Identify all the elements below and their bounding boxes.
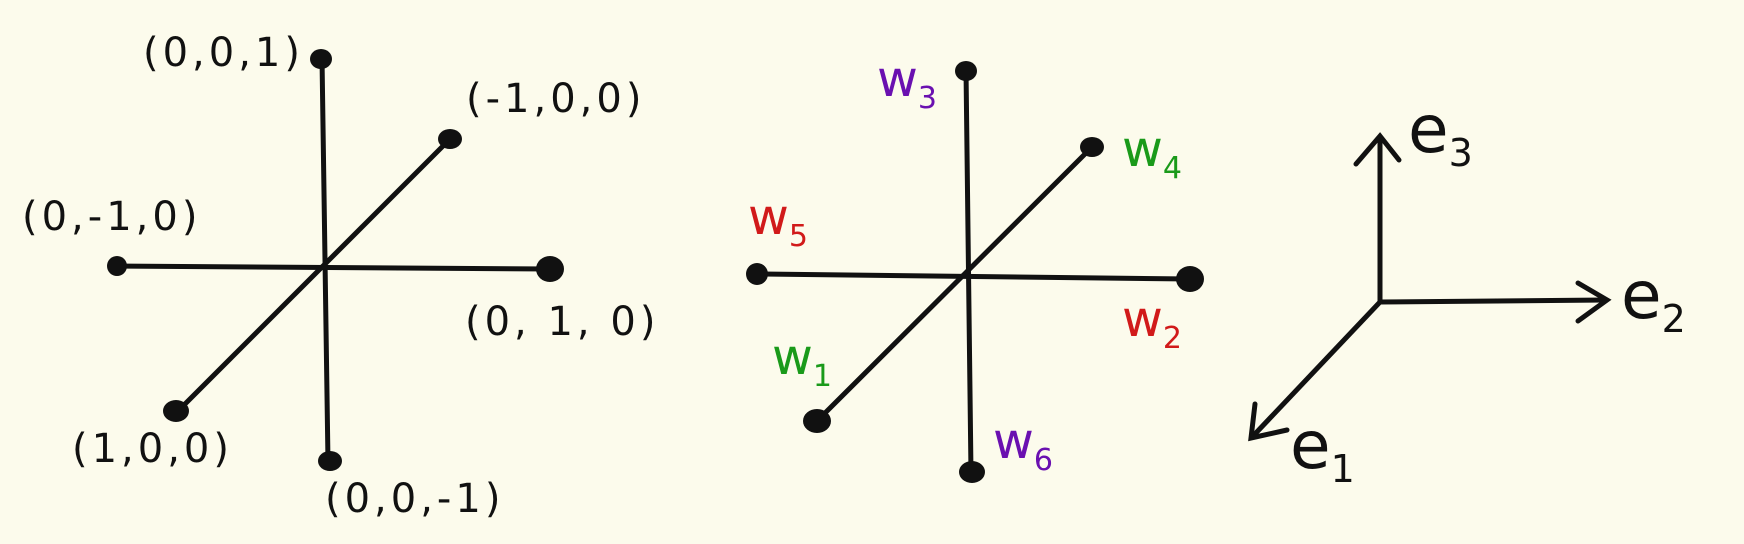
vertex-dot-plus-e2 (536, 256, 564, 282)
label-w1: w1 (772, 328, 832, 394)
vertex-dot-w2 (1176, 266, 1204, 292)
label-w4: w4 (1122, 120, 1182, 186)
vertex-dot-minus-e3 (318, 451, 342, 471)
vertical-axis-line (319, 55, 331, 465)
diagonal-axis-line (814, 144, 1095, 424)
e2-arrow-head (1575, 280, 1612, 324)
label-w5: w5 (748, 188, 808, 254)
label-minus-e3: (0,0,-1) (325, 476, 504, 522)
vertex-dot-plus-e1 (163, 400, 189, 422)
vertex-dot-minus-e2 (107, 256, 127, 276)
coordinate-cross-diagram: (0,0,1) (-1,0,0) (0,-1,0) (0, 1, 0) (1,0… (22, 30, 659, 522)
label-e3: e3 (1408, 91, 1473, 175)
vertex-dot-w6 (959, 461, 985, 483)
label-w6: w6 (993, 412, 1053, 478)
diagonal-axis-line (174, 136, 453, 415)
label-plus-e3: (0,0,1) (143, 30, 304, 76)
label-plus-e2: (0, 1, 0) (465, 299, 659, 345)
e1-arrow-head (1248, 401, 1290, 442)
vertex-dot-w3 (955, 61, 977, 81)
vertex-dot-minus-e1 (438, 129, 462, 149)
horizontal-axis-line (754, 271, 1193, 282)
vertex-dot-plus-e3 (310, 49, 332, 69)
e2-arrow-shaft (1377, 297, 1609, 305)
horizontal-axis-line (114, 263, 553, 272)
e3-arrow-head (1353, 132, 1402, 167)
label-w3: w3 (877, 50, 937, 116)
label-e2: e2 (1621, 257, 1686, 341)
vertex-dot-w5 (746, 263, 768, 285)
label-w2: w2 (1122, 290, 1182, 356)
label-e1: e1 (1290, 407, 1355, 491)
vertex-dot-w1 (803, 409, 831, 433)
weight-cross-diagram: w3 w4 w5 w2 w1 w6 (746, 50, 1204, 483)
vertex-dot-w4 (1080, 137, 1104, 157)
basis-vectors-diagram: e3 e2 e1 (1248, 91, 1686, 491)
label-minus-e2: (0,-1,0) (22, 194, 201, 240)
label-plus-e1: (1,0,0) (72, 426, 233, 472)
label-minus-e1: (-1,0,0) (466, 76, 645, 122)
e1-arrow-shaft (1251, 299, 1383, 438)
